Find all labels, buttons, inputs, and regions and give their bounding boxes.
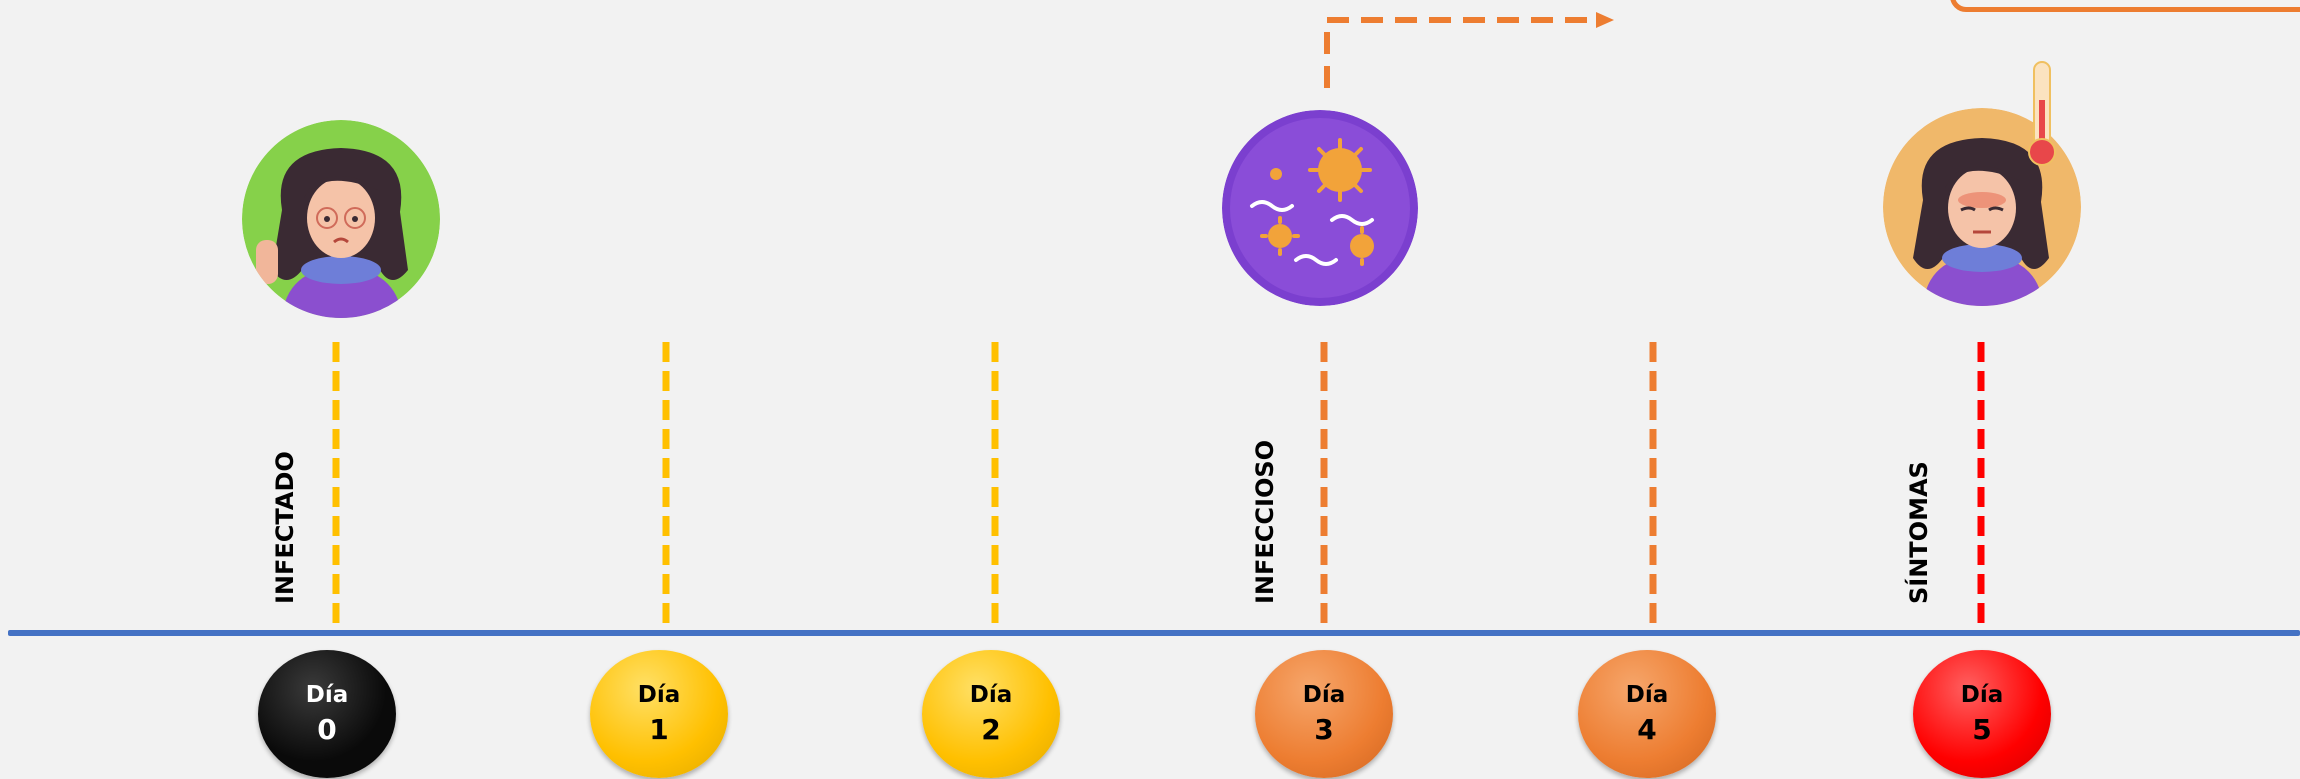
day-2-marker: Día 2: [922, 650, 1060, 778]
dashed-arrow-icon: [1324, 12, 1614, 88]
day-label: Día: [637, 682, 681, 708]
day-number: 1: [649, 713, 669, 746]
day-5-marker: Día 5: [1913, 650, 2051, 778]
virus-particles-icon: [1222, 110, 1418, 306]
day-0-line: [332, 342, 340, 632]
day-number: 5: [1972, 713, 1992, 746]
day-label: Día: [1960, 682, 2004, 708]
orange-callout-box: [1950, 0, 2300, 12]
woman-scarf-worried-icon: [242, 120, 440, 318]
day-4-marker: Día 4: [1578, 650, 1716, 778]
stage-label-symptoms: SÍNTOMAS: [1905, 461, 1933, 604]
day-3-marker: Día 3: [1255, 650, 1393, 778]
day-number: 2: [981, 713, 1001, 746]
day-2-line: [991, 342, 999, 632]
day-1-marker: Día 1: [590, 650, 728, 778]
day-3-line: [1320, 342, 1328, 632]
day-number: 3: [1314, 713, 1334, 746]
day-1-line: [662, 342, 670, 632]
thermometer-icon: [2028, 61, 2056, 166]
day-label: Día: [305, 682, 349, 708]
day-label: Día: [1302, 682, 1346, 708]
stage-label-infectious: INFECCIOSO: [1251, 439, 1279, 604]
day-4-line: [1649, 342, 1657, 632]
day-label: Día: [969, 682, 1013, 708]
day-number: 4: [1637, 713, 1657, 746]
day-0-marker: Día 0: [258, 650, 396, 778]
day-number: 0: [317, 713, 337, 746]
day-5-line: [1977, 342, 1985, 632]
day-label: Día: [1625, 682, 1669, 708]
timeline-axis: [8, 630, 2300, 636]
stage-label-infected: INFECTADO: [271, 451, 299, 604]
